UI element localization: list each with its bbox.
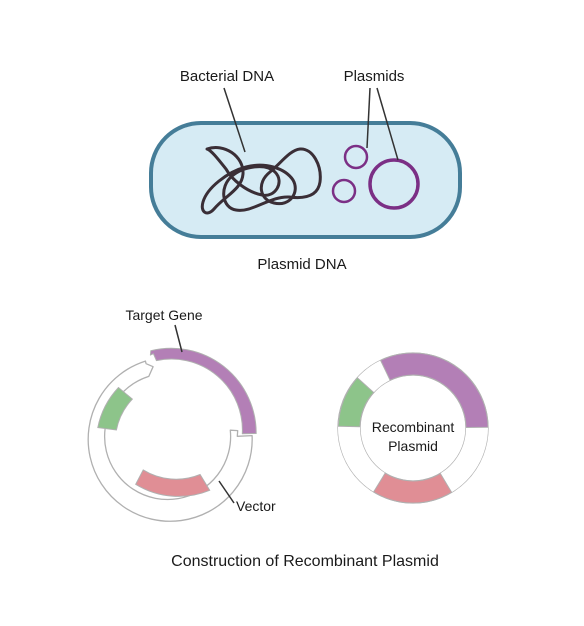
target-gene-insert [149, 347, 257, 435]
recombinant-label-line1: Recombinant [372, 419, 455, 435]
plasmid-leader-1 [366, 87, 371, 149]
plasmid-large [368, 158, 420, 210]
cell-membrane [149, 121, 462, 239]
bacterial-cell [149, 121, 462, 239]
recombinant-pink-segment [372, 472, 453, 504]
bacterial-dna-leader [223, 87, 246, 153]
recombinant-target-gene-segment [379, 352, 489, 429]
vector-ring [87, 360, 253, 522]
recombinant-green-segment [337, 377, 375, 428]
target-gene-leader [174, 324, 183, 353]
recombinant-label-line2: Plasmid [388, 438, 438, 454]
vector-green-segment [97, 386, 134, 431]
bacterial-dna-strand [200, 146, 322, 215]
recombinant-plasmid [337, 352, 489, 504]
bottom-caption: Construction of Recombinant Plasmid [171, 553, 439, 570]
plasmid-small-1 [343, 144, 369, 170]
plasmid-leader-2 [376, 87, 399, 161]
vector-pink-segment [135, 469, 211, 497]
bacterial-dna-label: Bacterial DNA [180, 68, 274, 85]
plasmid-small-2 [331, 178, 357, 204]
target-gene-label: Target Gene [125, 307, 202, 323]
plasmids-label: Plasmids [344, 68, 405, 85]
top-caption: Plasmid DNA [257, 256, 346, 273]
vector-label: Vector [236, 498, 276, 514]
vector-plasmid [87, 360, 253, 522]
vector-leader [218, 480, 235, 504]
